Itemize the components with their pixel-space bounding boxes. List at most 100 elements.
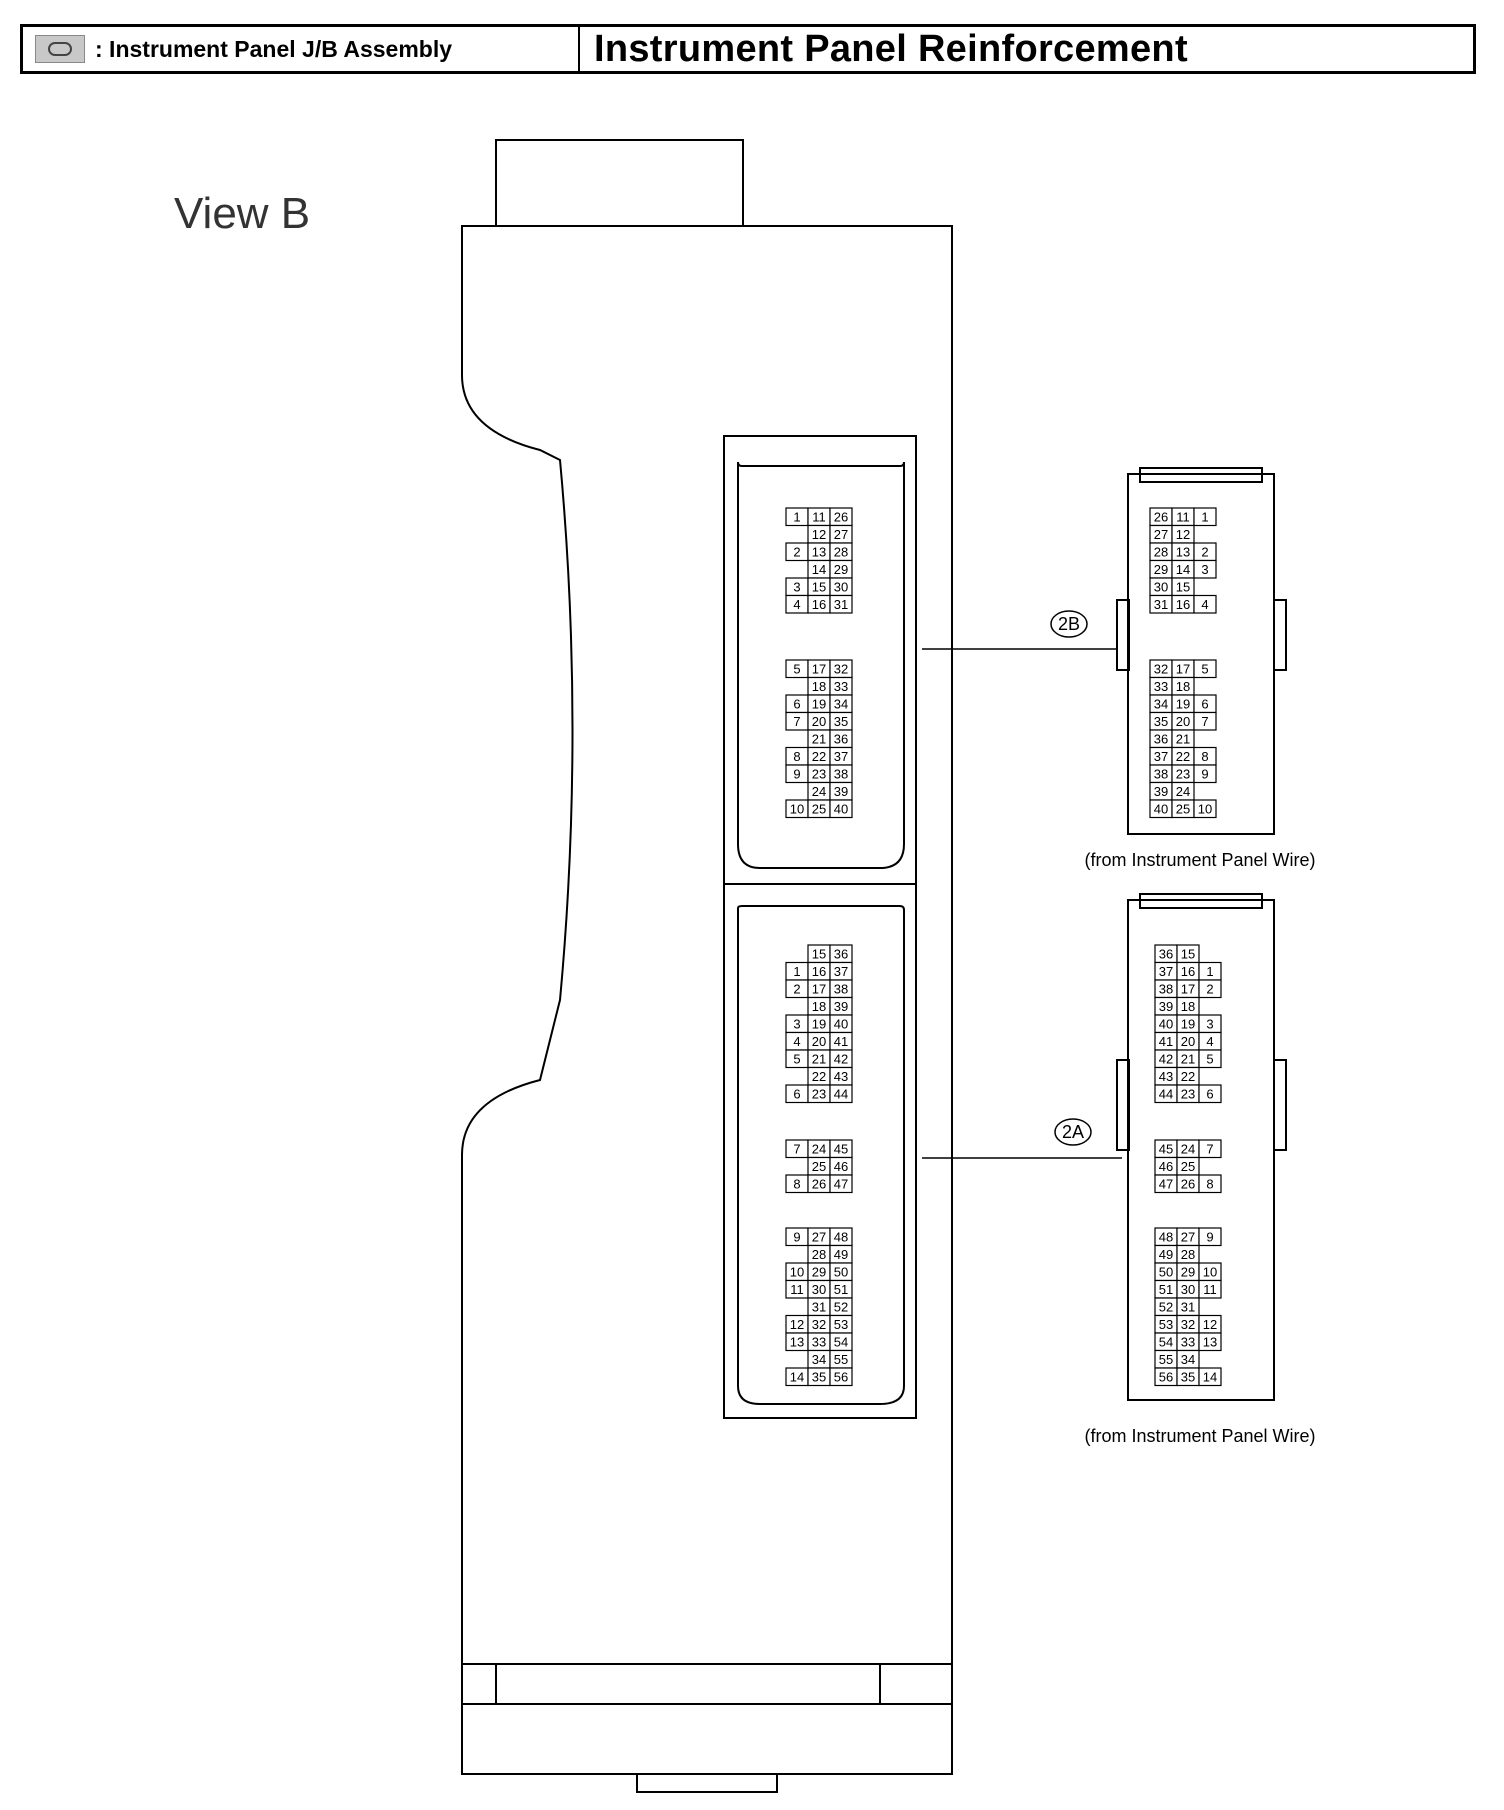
pin-number: 19 [812, 1017, 826, 1032]
pin-cell [1198, 979, 1222, 999]
pin-number: 22 [1176, 749, 1190, 764]
pin-number: 43 [1159, 1069, 1173, 1084]
pin-number: 52 [834, 1300, 848, 1315]
pin-number: 40 [1159, 1017, 1173, 1032]
pin-cell [1198, 1227, 1222, 1247]
pin-number: 23 [812, 1087, 826, 1102]
pin-number: 23 [1181, 1087, 1195, 1102]
pin-cell [1198, 1049, 1222, 1069]
pin-number: 22 [812, 1069, 826, 1084]
wire-connector-housings [1116, 467, 1287, 1401]
pin-number: 3 [1201, 562, 1208, 577]
pin-number: 39 [834, 999, 848, 1014]
pin-cell [829, 594, 853, 614]
pin-number: 35 [812, 1370, 826, 1385]
pin-cell [1193, 507, 1217, 527]
pin-number: 4 [1201, 597, 1208, 612]
pin-number: 38 [1159, 982, 1173, 997]
pin-number: 19 [1181, 1017, 1195, 1032]
pin-number: 14 [1203, 1370, 1217, 1385]
pin-number: 8 [1206, 1177, 1213, 1192]
pin-number: 10 [790, 802, 804, 817]
pin-number: 28 [1154, 545, 1168, 560]
pin-number: 24 [1181, 1142, 1195, 1157]
pin-number: 8 [1201, 749, 1208, 764]
pin-number: 54 [834, 1335, 848, 1350]
pin-number: 35 [1154, 714, 1168, 729]
pin-number: 48 [1159, 1230, 1173, 1245]
pin-number: 12 [812, 527, 826, 542]
pin-number: 18 [812, 679, 826, 694]
pin-number: 34 [834, 697, 848, 712]
pin-number: 35 [1181, 1370, 1195, 1385]
pin-cell [1193, 711, 1217, 731]
pin-number: 35 [834, 714, 848, 729]
pin-number: 28 [1181, 1247, 1195, 1262]
pin-number: 27 [812, 1230, 826, 1245]
pin-number: 23 [1176, 767, 1190, 782]
pin-number: 33 [834, 679, 848, 694]
pin-number: 21 [812, 1052, 826, 1067]
pin-number: 30 [812, 1282, 826, 1297]
pin-number: 44 [834, 1087, 848, 1102]
legend: : Instrument Panel J/B Assembly [23, 27, 580, 71]
pin-cell [1198, 1139, 1222, 1159]
connector-2b-code: 2B [1058, 614, 1080, 634]
pin-number: 29 [1181, 1265, 1195, 1280]
pin-cell [1198, 1084, 1222, 1104]
pin-number: 24 [812, 784, 826, 799]
pin-number: 7 [1206, 1142, 1213, 1157]
pin-cell [829, 1084, 853, 1104]
pin-number: 5 [793, 662, 800, 677]
pin-number: 36 [834, 947, 848, 962]
pin-number: 43 [834, 1069, 848, 1084]
pin-number: 15 [1181, 947, 1195, 962]
pin-number: 5 [793, 1052, 800, 1067]
pin-number: 30 [834, 580, 848, 595]
pin-number: 21 [812, 732, 826, 747]
pin-number: 4 [793, 597, 800, 612]
pin-number: 25 [1181, 1159, 1195, 1174]
pin-number: 26 [834, 510, 848, 525]
pin-number: 17 [1181, 982, 1195, 997]
connector-2a-source: (from Instrument Panel Wire) [1084, 1426, 1315, 1446]
pin-number: 52 [1159, 1300, 1173, 1315]
pin-number: 15 [1176, 580, 1190, 595]
pin-number: 49 [834, 1247, 848, 1262]
pin-number: 37 [834, 964, 848, 979]
pin-number: 25 [812, 1159, 826, 1174]
pin-number: 3 [793, 1017, 800, 1032]
pin-number: 16 [812, 597, 826, 612]
pin-number: 34 [1181, 1352, 1195, 1367]
pin-number: 38 [1154, 767, 1168, 782]
pin-cell [829, 799, 853, 819]
pin-number: 6 [1206, 1087, 1213, 1102]
pin-number: 13 [1176, 545, 1190, 560]
pin-number: 10 [1198, 802, 1212, 817]
pin-number: 13 [790, 1335, 804, 1350]
junction-block-body [461, 139, 953, 1793]
pin-number: 12 [1176, 527, 1190, 542]
pin-number: 36 [834, 732, 848, 747]
pin-number: 20 [812, 1034, 826, 1049]
pin-number: 13 [812, 545, 826, 560]
view-label: View B [174, 189, 310, 238]
pin-number: 12 [1203, 1317, 1217, 1332]
pin-number: 36 [1154, 732, 1168, 747]
pin-number: 14 [812, 562, 826, 577]
pin-number: 8 [793, 1177, 800, 1192]
pin-number: 10 [790, 1265, 804, 1280]
pin-number: 1 [1201, 510, 1208, 525]
pin-number: 26 [812, 1177, 826, 1192]
pin-number: 44 [1159, 1087, 1173, 1102]
header: : Instrument Panel J/B Assembly Instrume… [20, 24, 1476, 74]
pin-number: 21 [1176, 732, 1190, 747]
pin-number: 32 [1154, 662, 1168, 677]
connector-2a-code: 2A [1062, 1122, 1084, 1142]
pin-number: 15 [812, 580, 826, 595]
pin-number: 53 [1159, 1317, 1173, 1332]
